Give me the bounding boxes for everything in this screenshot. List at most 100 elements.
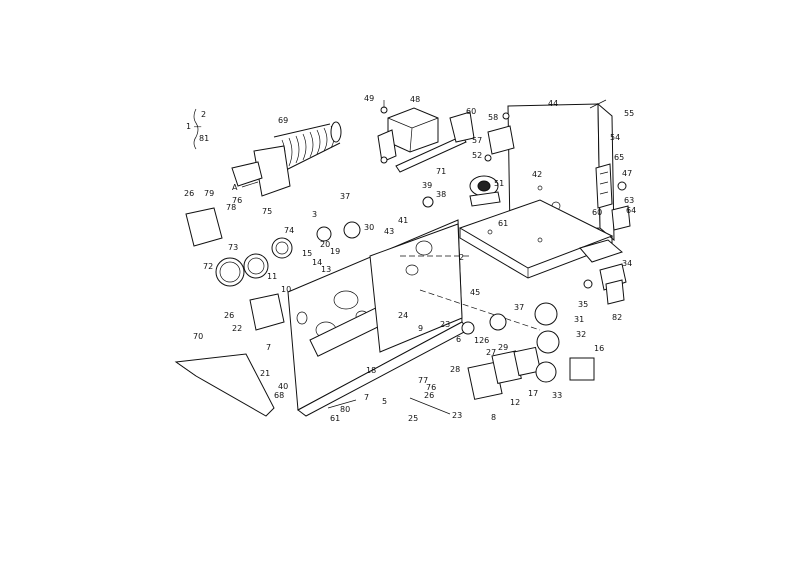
left-boxes — [185, 207, 285, 331]
part-label-p-45: 45 — [470, 288, 480, 297]
part-label-p-82: 82 — [612, 313, 622, 322]
part-label-p-34: 34 — [622, 259, 632, 268]
part-label-p-44: 44 — [548, 99, 558, 108]
part-label-p-23b: 23 — [440, 320, 450, 329]
angle-bracket-70 — [174, 353, 275, 417]
part-label-p-64: 64 — [626, 206, 636, 215]
left-meters — [215, 237, 293, 287]
part-labels: 2356778910111213141516171819202122232324… — [184, 94, 636, 423]
part-label-p-80: 80 — [340, 405, 350, 414]
part-label-p-126: 126 — [474, 336, 489, 345]
transformer-assembly — [377, 100, 475, 173]
part-label-p-35: 35 — [578, 300, 588, 309]
part-label-p-42: 42 — [532, 170, 542, 179]
part-label-p-15: 15 — [302, 249, 312, 258]
part-label-p-13: 13 — [321, 265, 331, 274]
part-label-p-7: 7 — [266, 343, 271, 352]
part-label-p-37b: 37 — [514, 303, 524, 312]
part-label-p-68: 68 — [274, 391, 284, 400]
part-label-p-76b: 76 — [426, 383, 436, 392]
part-label-p-27: 27 — [486, 348, 496, 357]
part-label-p-17: 17 — [528, 389, 538, 398]
part-label-p-55: 55 — [624, 109, 634, 118]
part-label-p-41: 41 — [398, 216, 408, 225]
bottom-meters — [467, 302, 595, 400]
part-label-p-16: 16 — [594, 344, 604, 353]
part-label-p-40: 40 — [278, 382, 288, 391]
part-label-p-52: 52 — [472, 151, 482, 160]
part-label-p-51: 51 — [494, 179, 504, 188]
part-label-p-2: 2 — [459, 253, 464, 262]
part-label-p-32: 32 — [576, 330, 586, 339]
part-label-p-21: 21 — [260, 369, 270, 378]
part-label-p-71: 71 — [436, 167, 446, 176]
part-label-p-60b: 60 — [592, 208, 602, 217]
part-label-p-69: 69 — [278, 116, 288, 125]
detail-note-mid: 1 — — [186, 122, 202, 131]
part-label-p-47: 47 — [622, 169, 632, 178]
part-label-p-12: 12 — [510, 398, 520, 407]
part-label-p-6: 6 — [456, 335, 461, 344]
part-label-p-73: 73 — [228, 243, 238, 252]
coil-spring-assembly: A — [231, 121, 342, 197]
part-label-p-61b: 61 — [330, 414, 340, 423]
right-components — [579, 181, 631, 305]
part-label-p-76: 76 — [232, 196, 242, 205]
part-label-p-26a: 26 — [184, 189, 194, 198]
part-label-p-30: 30 — [364, 223, 374, 232]
part-label-p-24: 24 — [398, 311, 408, 320]
part-label-p-57: 57 — [472, 136, 482, 145]
detail-note: 2 1 — 81 — [186, 108, 209, 150]
part-label-p-78: 78 — [226, 203, 236, 212]
part-label-p-14: 14 — [312, 258, 322, 267]
part-label-p-74: 74 — [284, 226, 294, 235]
part-label-p-25: 25 — [408, 414, 418, 423]
part-label-p-77: 77 — [418, 376, 428, 385]
detail-note-bottom: 81 — [199, 134, 209, 143]
part-label-p-37: 37 — [340, 192, 350, 201]
relay-51 — [469, 175, 501, 207]
part-label-p-26c: 26 — [424, 391, 434, 400]
part-label-p-19: 19 — [330, 247, 340, 256]
part-label-p-38: 38 — [436, 190, 446, 199]
detail-note-top: 2 — [201, 110, 206, 119]
part-label-p-39: 39 — [422, 181, 432, 190]
part-label-p-5: 5 — [382, 397, 387, 406]
part-label-p-63: 63 — [624, 196, 634, 205]
part-label-p-70: 70 — [193, 332, 203, 341]
part-label-p-18: 18 — [366, 366, 376, 375]
spring-tab — [231, 161, 263, 187]
part-label-p-72: 72 — [203, 262, 213, 271]
part-label-p-60: 60 — [466, 107, 476, 116]
part-label-p-75: 75 — [262, 207, 272, 216]
part-label-p-61: 61 — [498, 219, 508, 228]
part-label-p-54: 54 — [610, 133, 620, 142]
part-label-p-9: 9 — [418, 324, 423, 333]
terminal-strip-65 — [595, 163, 613, 209]
part-label-p-8: 8 — [491, 413, 496, 422]
part-label-p-3: 3 — [312, 210, 317, 219]
part-label-p-22: 22 — [232, 324, 242, 333]
part-label-p-23: 23 — [452, 411, 462, 420]
part-label-p-29: 29 — [498, 343, 508, 352]
spring-bracket — [253, 145, 291, 197]
rods — [316, 196, 541, 415]
part-label-p-20: 20 — [320, 240, 330, 249]
part-label-p-65: 65 — [614, 153, 624, 162]
arrow-label: A — [232, 183, 238, 192]
relay-57 — [484, 112, 515, 162]
part-label-p-10: 10 — [281, 285, 291, 294]
part-label-p-43: 43 — [384, 227, 394, 236]
part-label-p-7b: 7 — [364, 393, 369, 402]
part-label-p-48: 48 — [410, 95, 420, 104]
part-label-p-58: 58 — [488, 113, 498, 122]
part-label-p-79: 79 — [204, 189, 214, 198]
part-label-p-33: 33 — [552, 391, 562, 400]
part-label-p-28: 28 — [450, 365, 460, 374]
base-tray — [458, 199, 614, 279]
part-label-p-11: 11 — [267, 272, 277, 281]
part-label-p-31: 31 — [574, 315, 584, 324]
part-label-p-26b: 26 — [224, 311, 234, 320]
part-label-p-49: 49 — [364, 94, 374, 103]
